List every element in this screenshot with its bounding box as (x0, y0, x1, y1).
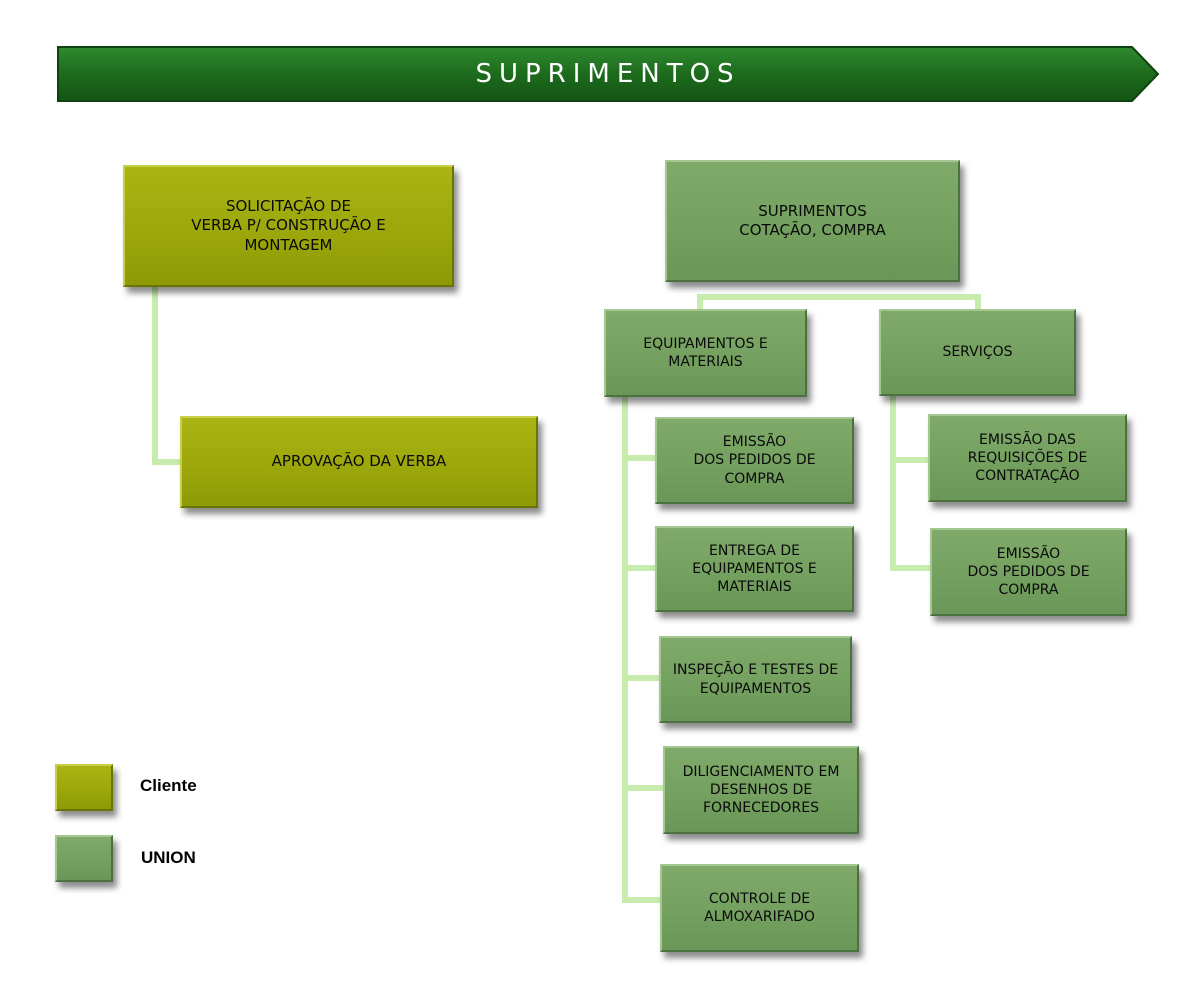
legend-label-cliente: Cliente (140, 776, 197, 795)
entrega-equipamentos-box: ENTREGA DE EQUIPAMENTOS E MATERIAIS (655, 526, 854, 612)
equipamentos-materiais-box: EQUIPAMENTOS E MATERIAIS (604, 309, 807, 397)
connector-suprimentos (697, 294, 981, 321)
banner-title: SUPRIMENTOS (475, 59, 741, 89)
solicitacao-verba-box: SOLICITAÇÃO DE VERBA P/ CONSTRUÇÃO E MON… (123, 165, 454, 287)
aprovacao-verba-box: APROVAÇÃO DA VERBA (180, 416, 538, 508)
connector-client (152, 287, 185, 465)
inspecao-testes-box: INSPEÇÃO E TESTES DE EQUIPAMENTOS (659, 636, 852, 723)
emissao-pedidos-compra-box: EMISSÃO DOS PEDIDOS DE COMPRA (655, 417, 854, 504)
emissao-pedidos-servicos-box: EMISSÃO DOS PEDIDOS DE COMPRA (930, 528, 1127, 616)
emissao-requisicoes-box: EMISSÃO DAS REQUISIÇÕES DE CONTRATAÇÃO (928, 414, 1127, 502)
title-banner: SUPRIMENTOS (56, 45, 1160, 103)
legend-swatch-union (55, 835, 113, 882)
suprimentos-box: SUPRIMENTOS COTAÇÃO, COMPRA (665, 160, 960, 282)
legend-swatch-cliente (55, 764, 113, 811)
diligenciamento-box: DILIGENCIAMENTO EM DESENHOS DE FORNECEDO… (663, 746, 859, 834)
servicos-box: SERVIÇOS (879, 309, 1076, 396)
controle-almoxarifado-box: CONTROLE DE ALMOXARIFADO (660, 864, 859, 952)
legend-label-union: UNION (141, 848, 196, 867)
banner-arrow-shape (57, 46, 1160, 102)
connector-servicos-trunk (890, 395, 933, 571)
